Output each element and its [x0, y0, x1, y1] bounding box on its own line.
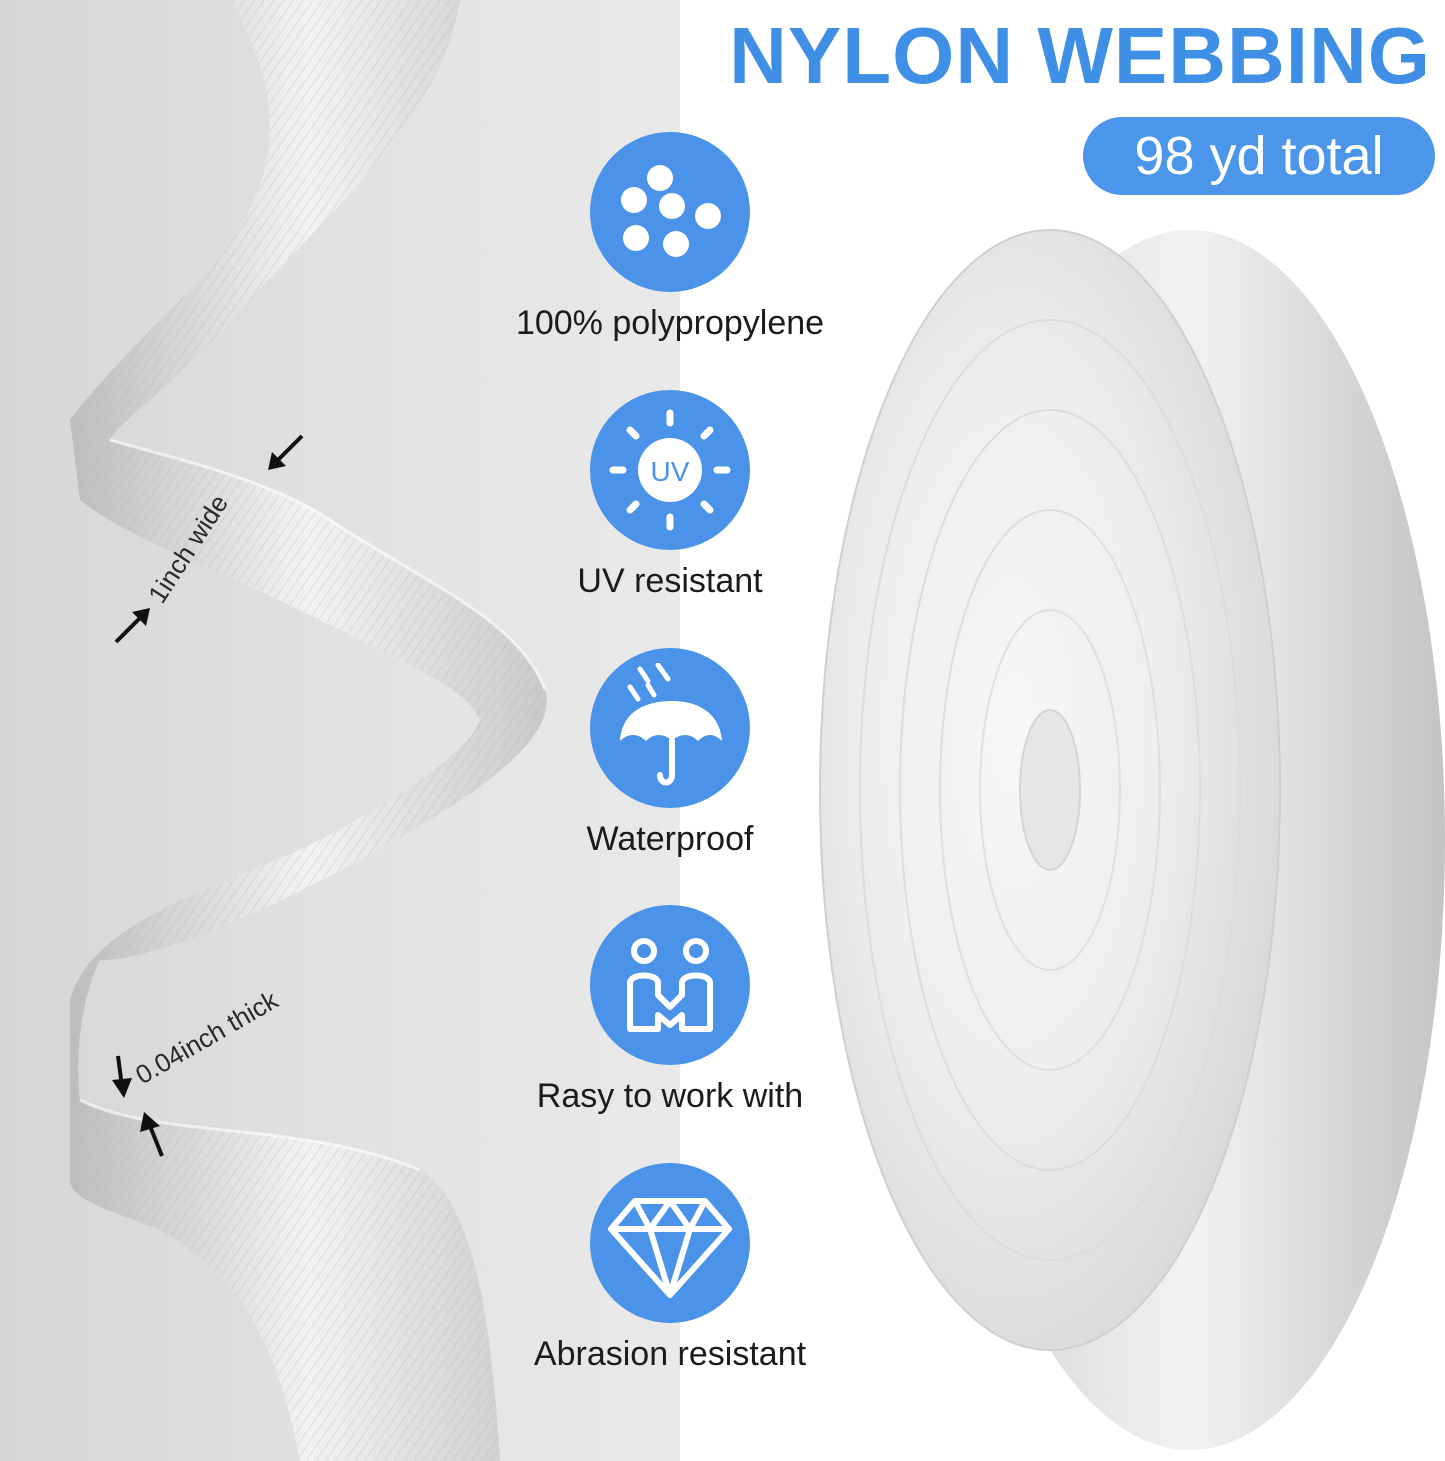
feature-abrasion-resistant: Abrasion resistant	[480, 1163, 860, 1374]
feature-polypropylene: 100% polypropylene	[480, 132, 860, 343]
spool-shape	[819, 229, 1445, 1450]
feature-waterproof: Waterproof	[480, 648, 860, 859]
total-length-badge: 98 yd total	[1083, 117, 1435, 195]
feature-label: 100% polypropylene	[515, 304, 825, 342]
diamond-icon	[590, 1163, 750, 1323]
webbing-spool-image	[819, 229, 1445, 1450]
twisted-ribbon-image	[70, 0, 547, 1461]
dots-cluster-icon	[590, 132, 750, 292]
uv-sun-icon: UV	[590, 390, 750, 550]
uv-icon-text: UV	[651, 456, 690, 487]
feature-label: Waterproof	[586, 820, 754, 858]
feature-label: Rasy to work with	[536, 1077, 804, 1115]
feature-easy-to-work-with: Rasy to work with	[480, 905, 860, 1116]
two-people-icon	[590, 905, 750, 1065]
page-title: NYLON WEBBING	[729, 11, 1431, 100]
thickness-arrow-bottom-icon	[140, 1112, 164, 1157]
feature-label: UV resistant	[577, 562, 763, 600]
ribbon-shape	[70, 0, 547, 1461]
umbrella-rain-icon	[590, 648, 750, 808]
feature-label: Abrasion resistant	[533, 1335, 807, 1373]
width-arrow-bottom-icon	[114, 608, 150, 644]
feature-uv-resistant: UV UV resistant	[480, 390, 860, 601]
thickness-arrow-top-icon	[112, 1055, 132, 1098]
width-arrow-top-icon	[268, 434, 304, 470]
